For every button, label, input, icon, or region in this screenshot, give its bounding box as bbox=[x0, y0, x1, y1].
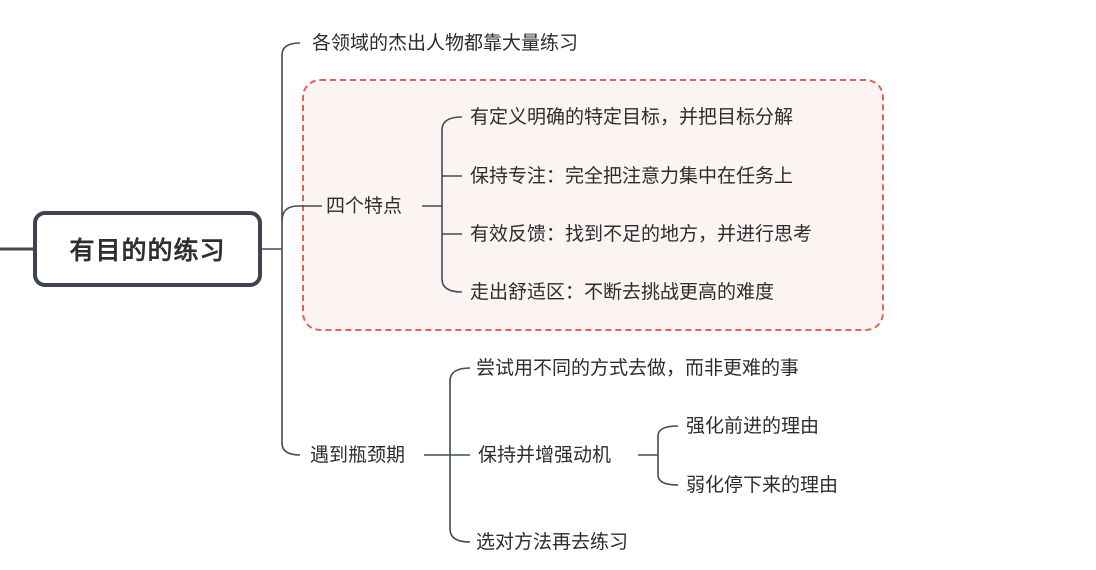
root-topic-label: 有目的的练习 bbox=[69, 236, 226, 265]
feature-item-3[interactable]: 有效反馈：找到不足的地方，并进行思考 bbox=[470, 223, 813, 245]
root-topic[interactable]: 有目的的练习 bbox=[33, 211, 262, 287]
plateau-item-3[interactable]: 选对方法再去练习 bbox=[476, 531, 629, 553]
feature-item-2[interactable]: 保持专注：完全把注意力集中在任务上 bbox=[470, 165, 794, 187]
feature-item-4[interactable]: 走出舒适区：不断去挑战更高的难度 bbox=[470, 281, 775, 303]
feature-item-1[interactable]: 有定义明确的特定目标，并把目标分解 bbox=[470, 106, 794, 128]
motivation-child-2[interactable]: 弱化停下来的理由 bbox=[686, 474, 839, 496]
plateau-item-1[interactable]: 尝试用不同的方式去做，而非更难的事 bbox=[476, 357, 800, 379]
features-node[interactable]: 四个特点 bbox=[322, 194, 407, 218]
branch-top-node[interactable]: 各领域的杰出人物都靠大量练习 bbox=[312, 32, 579, 54]
plateau-item-2[interactable]: 保持并增强动机 bbox=[474, 443, 616, 467]
motivation-child-1[interactable]: 强化前进的理由 bbox=[686, 415, 820, 437]
plateau-node[interactable]: 遇到瓶颈期 bbox=[306, 443, 410, 467]
